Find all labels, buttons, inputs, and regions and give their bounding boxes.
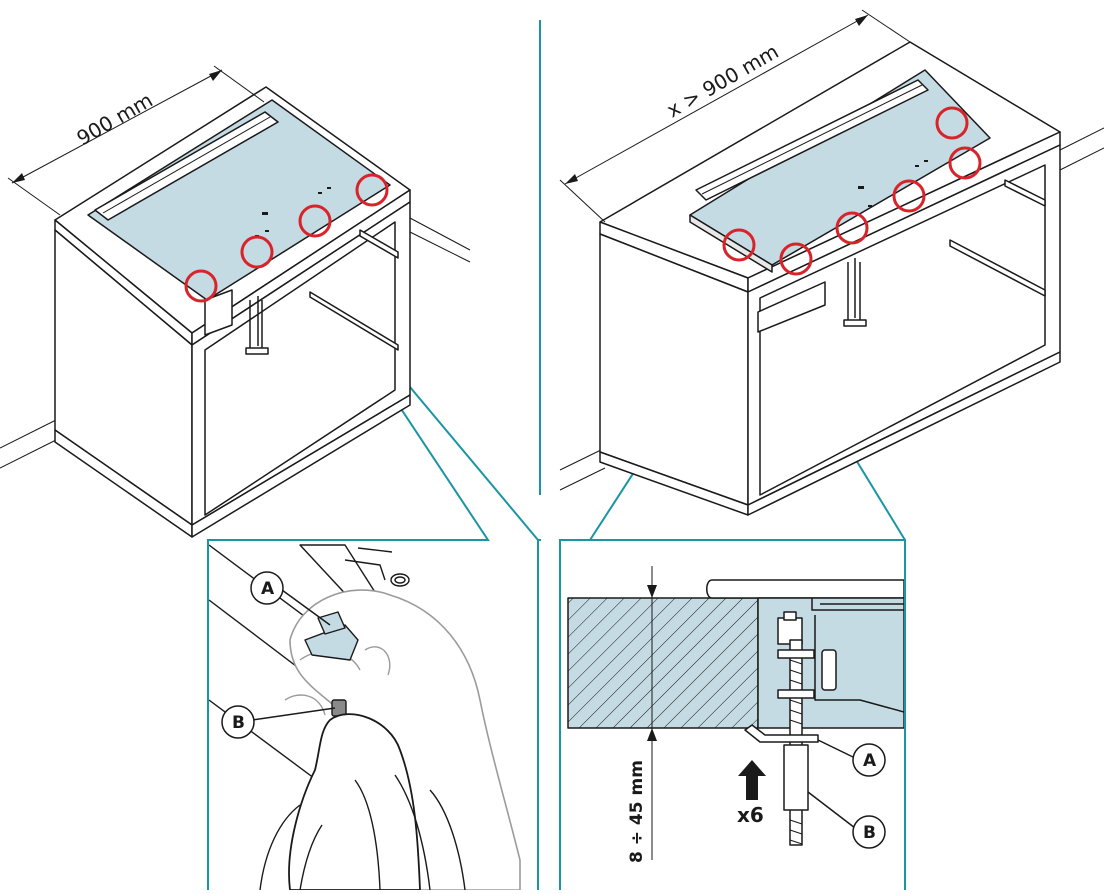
right-marker-3	[835, 211, 869, 245]
thickness-label: 8 ÷ 45 mm	[627, 760, 647, 863]
right-cabinet-scene	[559, 9, 1104, 516]
left-marker-1	[184, 269, 218, 303]
left-marker-4	[355, 173, 389, 207]
right-fixing-markers	[722, 106, 982, 276]
detail-frames	[207, 539, 906, 890]
right-marker-4	[892, 179, 926, 213]
left-fixing-markers	[184, 173, 389, 303]
right-detail-panel: A B 8 ÷ 45 mm x6	[567, 566, 904, 863]
left-room-lines	[0, 217, 471, 469]
left-callout-b: B	[232, 713, 245, 733]
left-hob-glass	[87, 99, 391, 301]
right-callout-a-circle	[852, 743, 886, 777]
right-room-lines	[559, 127, 1104, 491]
countertop-section	[567, 597, 759, 729]
push-up-arrow	[738, 760, 766, 800]
quantity-label: x6	[737, 803, 764, 827]
right-marker-1	[722, 228, 756, 262]
left-marker-2	[240, 235, 274, 269]
left-marker-3	[298, 204, 332, 238]
right-callout-b-circle	[852, 815, 886, 849]
right-callout-b: B	[863, 823, 876, 843]
left-dimension-line	[7, 65, 265, 216]
right-marker-2	[779, 242, 813, 276]
right-dimension-line	[559, 9, 911, 223]
right-marker-5	[948, 146, 982, 180]
left-cabinet-scene	[0, 65, 471, 538]
left-detail-panel: A B	[209, 544, 521, 890]
right-width-label: x > 900 mm	[663, 39, 783, 122]
left-width-label: 900 mm	[73, 88, 157, 151]
right-marker-6	[935, 106, 969, 140]
left-callout-a-circle	[250, 571, 284, 605]
right-callout-a: A	[863, 751, 877, 771]
left-callout-a: A	[261, 579, 275, 599]
left-callout-b-circle	[221, 705, 255, 739]
